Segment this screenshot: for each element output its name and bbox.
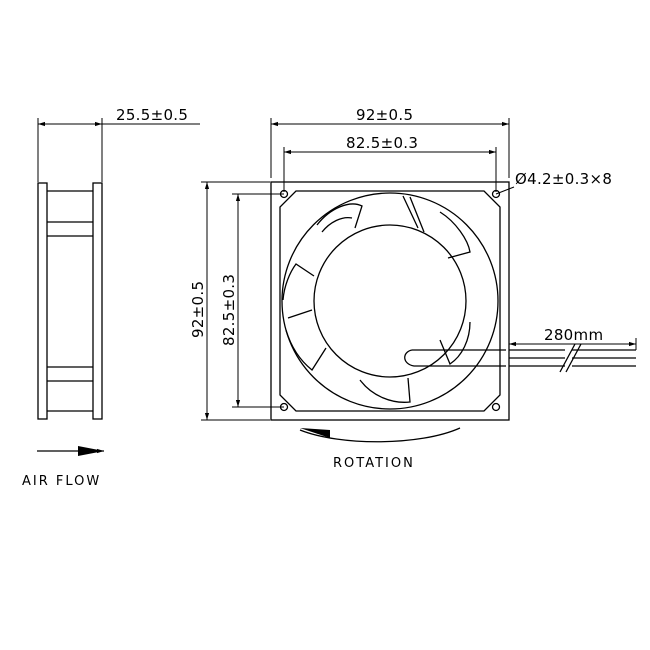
mounting-hole (279, 402, 289, 412)
hole-spacing-height-dimension: 82.5±0.3 (220, 274, 238, 346)
mounting-hole-callout: Ø4.2±0.3×8 (515, 170, 612, 188)
lead-length-dimension: 280mm (544, 326, 603, 344)
side-view: 25.5±0.5 (37, 106, 200, 420)
fan-frame-inner (279, 190, 501, 412)
fan-blades (282, 195, 471, 403)
fan-frame-outer (270, 181, 510, 421)
depth-dimension: 25.5±0.5 (116, 106, 188, 124)
rotation-arrow (299, 427, 461, 443)
hole-spacing-width-dimension: 82.5±0.3 (346, 134, 418, 152)
fan-hub (313, 224, 467, 378)
overall-width-dimension: 92±0.5 (356, 106, 413, 124)
rotation-label: ROTATION (333, 456, 415, 471)
air-flow-indicator: AIR FLOW (22, 446, 104, 489)
mounting-hole (491, 189, 501, 199)
overall-height-dimension: 92±0.5 (189, 281, 207, 338)
lead-wires: 280mm (509, 326, 637, 373)
rotation-indicator: ROTATION (299, 427, 461, 471)
side-flange-right (92, 182, 103, 420)
lead-wire-grommet (404, 349, 506, 367)
fan-bore (281, 192, 499, 410)
side-flange-left (37, 182, 48, 420)
mounting-hole (491, 402, 501, 412)
front-view: 92±0.5 82.5±0.3 92±0.5 82.5±0.3 Ø4.2±0.3… (189, 106, 612, 421)
mounting-holes (279, 189, 501, 412)
mounting-hole (279, 189, 289, 199)
air-flow-label: AIR FLOW (22, 474, 101, 489)
